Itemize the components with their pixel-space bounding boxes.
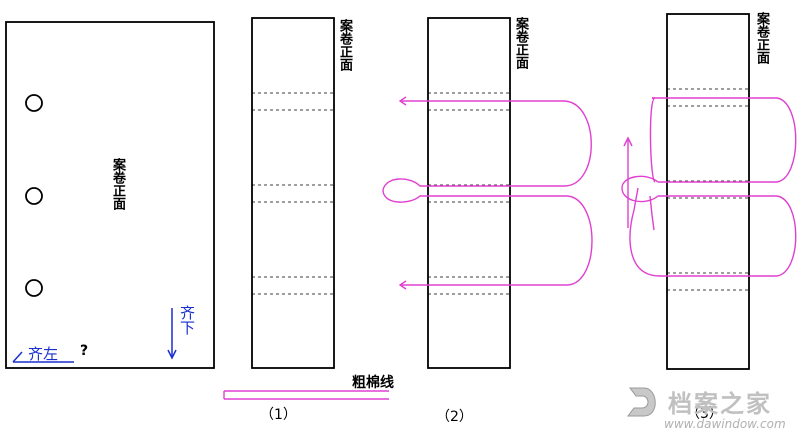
align-left-label: 齐左 (28, 345, 59, 363)
watermark-d-logo-icon (627, 387, 656, 417)
cover-front-label: 案卷正面 (110, 158, 125, 210)
question-mark: ? (80, 343, 89, 359)
panel-2-cover-front-label: 案卷正面 (513, 17, 528, 69)
panel-3-thread (621, 97, 797, 277)
panel-1-cover-front-label: 案卷正面 (337, 19, 352, 71)
panel-1-sheet (251, 17, 335, 369)
binding-hole-bottom (25, 279, 43, 297)
panel-2-fold-lines (428, 92, 510, 295)
cover-sheet (5, 21, 215, 369)
watermark-brand: 档案之家 (668, 390, 772, 418)
panel-3-fold-lines (667, 88, 749, 291)
thread-label: 粗棉线 (352, 375, 394, 391)
panel-3-cover-front-label: 案卷正面 (754, 12, 769, 64)
panel-2-sheet (427, 17, 511, 369)
align-bottom-label: 齐下 (178, 305, 196, 335)
watermark-url: www.dawindow.com (664, 417, 786, 431)
panel-2-thread (382, 96, 593, 290)
panel-1-fold-lines (252, 92, 334, 295)
step-2-label: （2） (436, 409, 473, 425)
align-left-arrow-tail (12, 351, 23, 363)
step-1-label: （1） (260, 407, 297, 423)
binding-hole-top (25, 94, 43, 112)
watermark-logo (624, 384, 664, 420)
step-3-label: （3） (686, 406, 723, 422)
binding-hole-middle (25, 187, 43, 205)
panel-3-sheet (666, 13, 750, 370)
align-bottom-arrowhead (167, 349, 177, 360)
